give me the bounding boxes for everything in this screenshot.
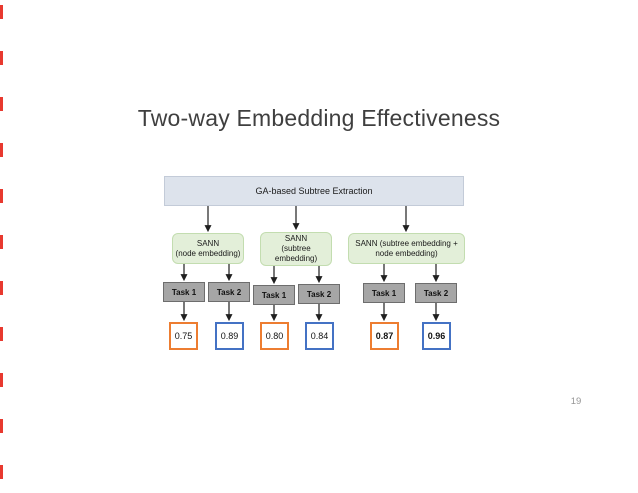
result-score-box: 0.87 xyxy=(370,322,399,350)
task-box: Task 1 xyxy=(163,282,205,302)
method-node-sann-node-embedding: SANN (node embedding) xyxy=(172,233,244,264)
task-box: Task 2 xyxy=(208,282,250,302)
result-score-box: 0.75 xyxy=(169,322,198,350)
result-score-box: 0.96 xyxy=(422,322,451,350)
left-edge-dashed-marker xyxy=(0,0,3,493)
task-box: Task 2 xyxy=(298,284,340,304)
result-score-box: 0.84 xyxy=(305,322,334,350)
slide-title: Two-way Embedding Effectiveness xyxy=(137,105,501,131)
result-score-box: 0.89 xyxy=(215,322,244,350)
task-box: Task 1 xyxy=(253,285,295,305)
root-node-ga-subtree-extraction: GA-based Subtree Extraction xyxy=(164,176,464,206)
task-box: Task 2 xyxy=(415,283,457,303)
result-score-box: 0.80 xyxy=(260,322,289,350)
task-box: Task 1 xyxy=(363,283,405,303)
method-node-sann-subtree-plus-node-embedding: SANN (subtree embedding + node embedding… xyxy=(348,233,465,264)
method-node-sann-subtree-embedding: SANN (subtree embedding) xyxy=(260,232,332,266)
page-number: 19 xyxy=(570,396,582,407)
